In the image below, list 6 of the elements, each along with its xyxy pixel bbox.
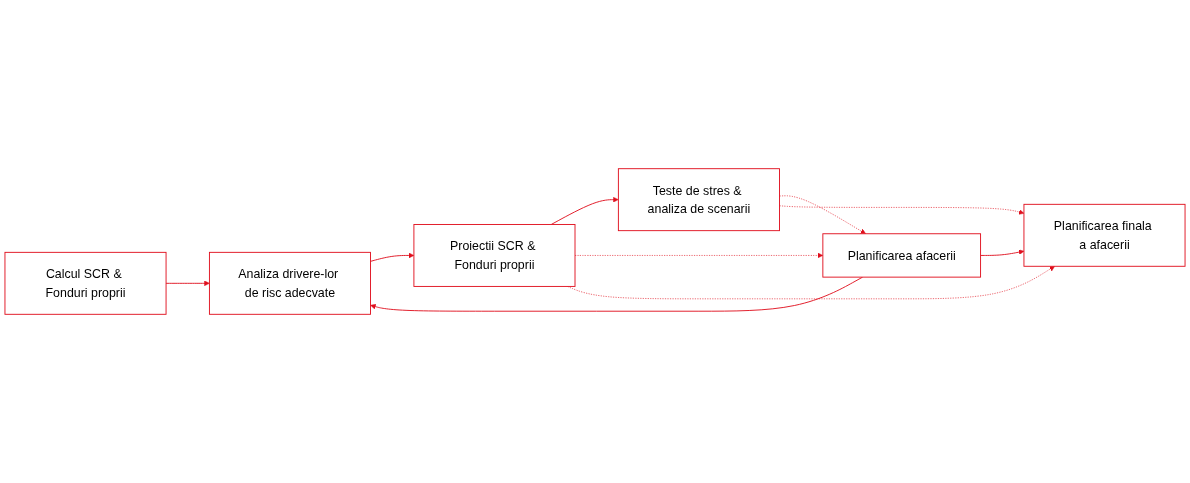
node-box: Proiectii SCR & Fonduri proprii	[413, 224, 576, 287]
node-box: Teste de stres & analiza de scenarii	[617, 168, 780, 232]
node-box: Calcul SCR & Fonduri proprii	[4, 251, 167, 315]
node-box: Planificarea afacerii	[822, 233, 982, 278]
node-box: Analiza drivere-lor de risc adecvate	[208, 251, 371, 315]
node-box: Planificarea finala a afacerii	[1023, 203, 1186, 267]
